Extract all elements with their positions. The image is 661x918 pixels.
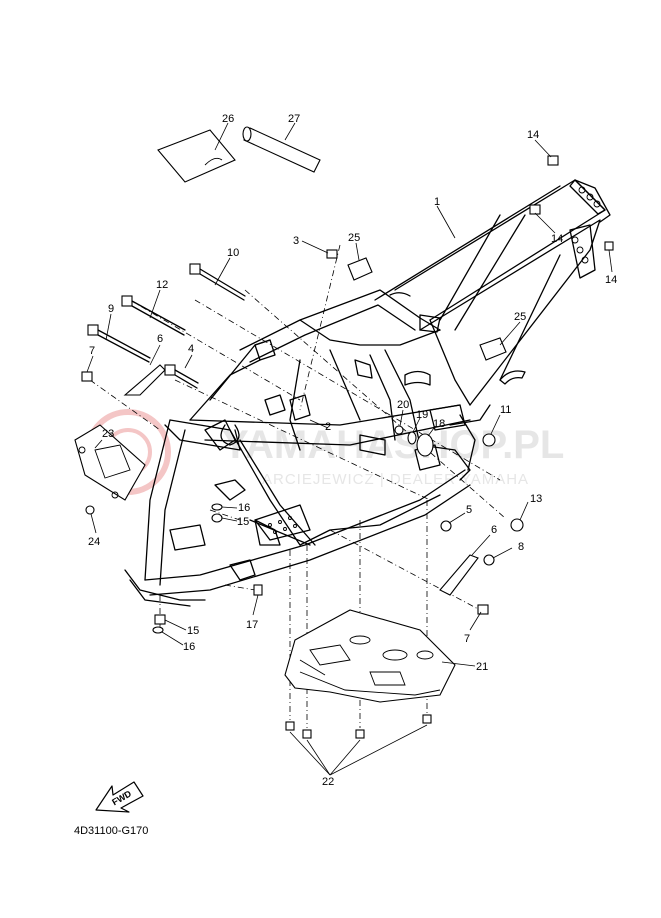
washer-16-lower-icon <box>152 626 164 634</box>
callout-14-middle: 14 <box>551 233 563 245</box>
collar-18-icon <box>416 433 434 457</box>
callout-16-upper: 16 <box>238 502 250 514</box>
callout-12: 12 <box>156 279 168 291</box>
callout-9: 9 <box>108 303 114 315</box>
callout-21: 21 <box>476 661 488 673</box>
callout-19: 19 <box>416 409 428 421</box>
callout-8: 8 <box>518 541 524 553</box>
callout-20: 20 <box>397 399 409 411</box>
collar-15-upper-icon <box>211 513 223 523</box>
callout-7-upper: 7 <box>89 345 95 357</box>
callout-7-lower: 7 <box>464 633 470 645</box>
callout-13: 13 <box>530 493 542 505</box>
nut-8-icon <box>483 554 495 566</box>
callout-4: 4 <box>188 343 194 355</box>
fwd-arrow-icon: FWD <box>95 781 144 813</box>
washer-19-icon <box>407 431 417 445</box>
callout-2: 2 <box>325 421 331 433</box>
nut-7-lower-icon <box>477 604 489 615</box>
bolt-3-icon <box>326 249 338 259</box>
callout-23: 23 <box>102 428 114 440</box>
leader-lines <box>86 122 613 776</box>
callout-labels: 1 2 3 4 5 6 6 7 7 8 9 10 11 12 13 14 14 … <box>88 113 617 788</box>
washer-16-upper-icon <box>211 503 223 511</box>
bolts-22-icon <box>285 714 432 739</box>
nut-7-upper-icon <box>81 371 93 382</box>
callout-17: 17 <box>246 619 258 631</box>
callout-3: 3 <box>293 235 299 247</box>
callout-25-lower: 25 <box>514 311 526 323</box>
watermark-sub-text: ARCIEJEWICZ | DEALER YAMAHA <box>262 471 529 488</box>
skid-plate <box>284 609 456 703</box>
callout-16-lower: 16 <box>183 641 195 653</box>
bolt-9-icon <box>87 324 151 363</box>
main-frame <box>124 179 611 607</box>
callout-5: 5 <box>466 504 472 516</box>
callout-14-top: 14 <box>527 129 539 141</box>
bracket-6-upper-icon <box>123 364 166 396</box>
nut-14-top-icon <box>547 155 559 166</box>
bolt-10-icon <box>189 263 246 301</box>
collar-15-lower-icon <box>154 614 166 625</box>
callout-10: 10 <box>227 247 239 259</box>
bolt-4-icon <box>164 364 199 389</box>
callout-14-right: 14 <box>605 274 617 286</box>
tool-tube-icon <box>243 127 321 173</box>
nut-13-icon <box>510 518 524 532</box>
bracket-6-lower-icon <box>439 554 479 596</box>
callout-18: 18 <box>433 418 445 430</box>
bolt-24-icon <box>85 505 95 515</box>
nut-5-icon <box>440 520 452 532</box>
mount-bracket-23-icon <box>74 424 146 501</box>
callout-22: 22 <box>322 776 334 788</box>
bolt-12-icon <box>121 295 186 336</box>
callout-6-upper: 6 <box>157 333 163 345</box>
nut-11-icon <box>482 433 496 447</box>
tool-pouch-icon <box>157 129 236 183</box>
damper-lower-icon <box>479 337 507 361</box>
callout-6-lower: 6 <box>491 524 497 536</box>
callout-27: 27 <box>288 113 300 125</box>
callout-24: 24 <box>88 536 100 548</box>
damper-upper-icon <box>347 257 373 281</box>
callout-15-lower: 15 <box>187 625 199 637</box>
bolt-20-icon <box>394 425 404 435</box>
callout-11: 11 <box>500 404 511 416</box>
diagram-code: 4D31100-G170 <box>74 825 149 837</box>
callout-26: 26 <box>222 113 234 125</box>
callout-15-upper: 15 <box>237 516 249 528</box>
bolt-17-icon <box>253 584 263 596</box>
callout-25-upper: 25 <box>348 232 360 244</box>
callout-1: 1 <box>434 196 440 208</box>
small-parts <box>74 126 614 739</box>
